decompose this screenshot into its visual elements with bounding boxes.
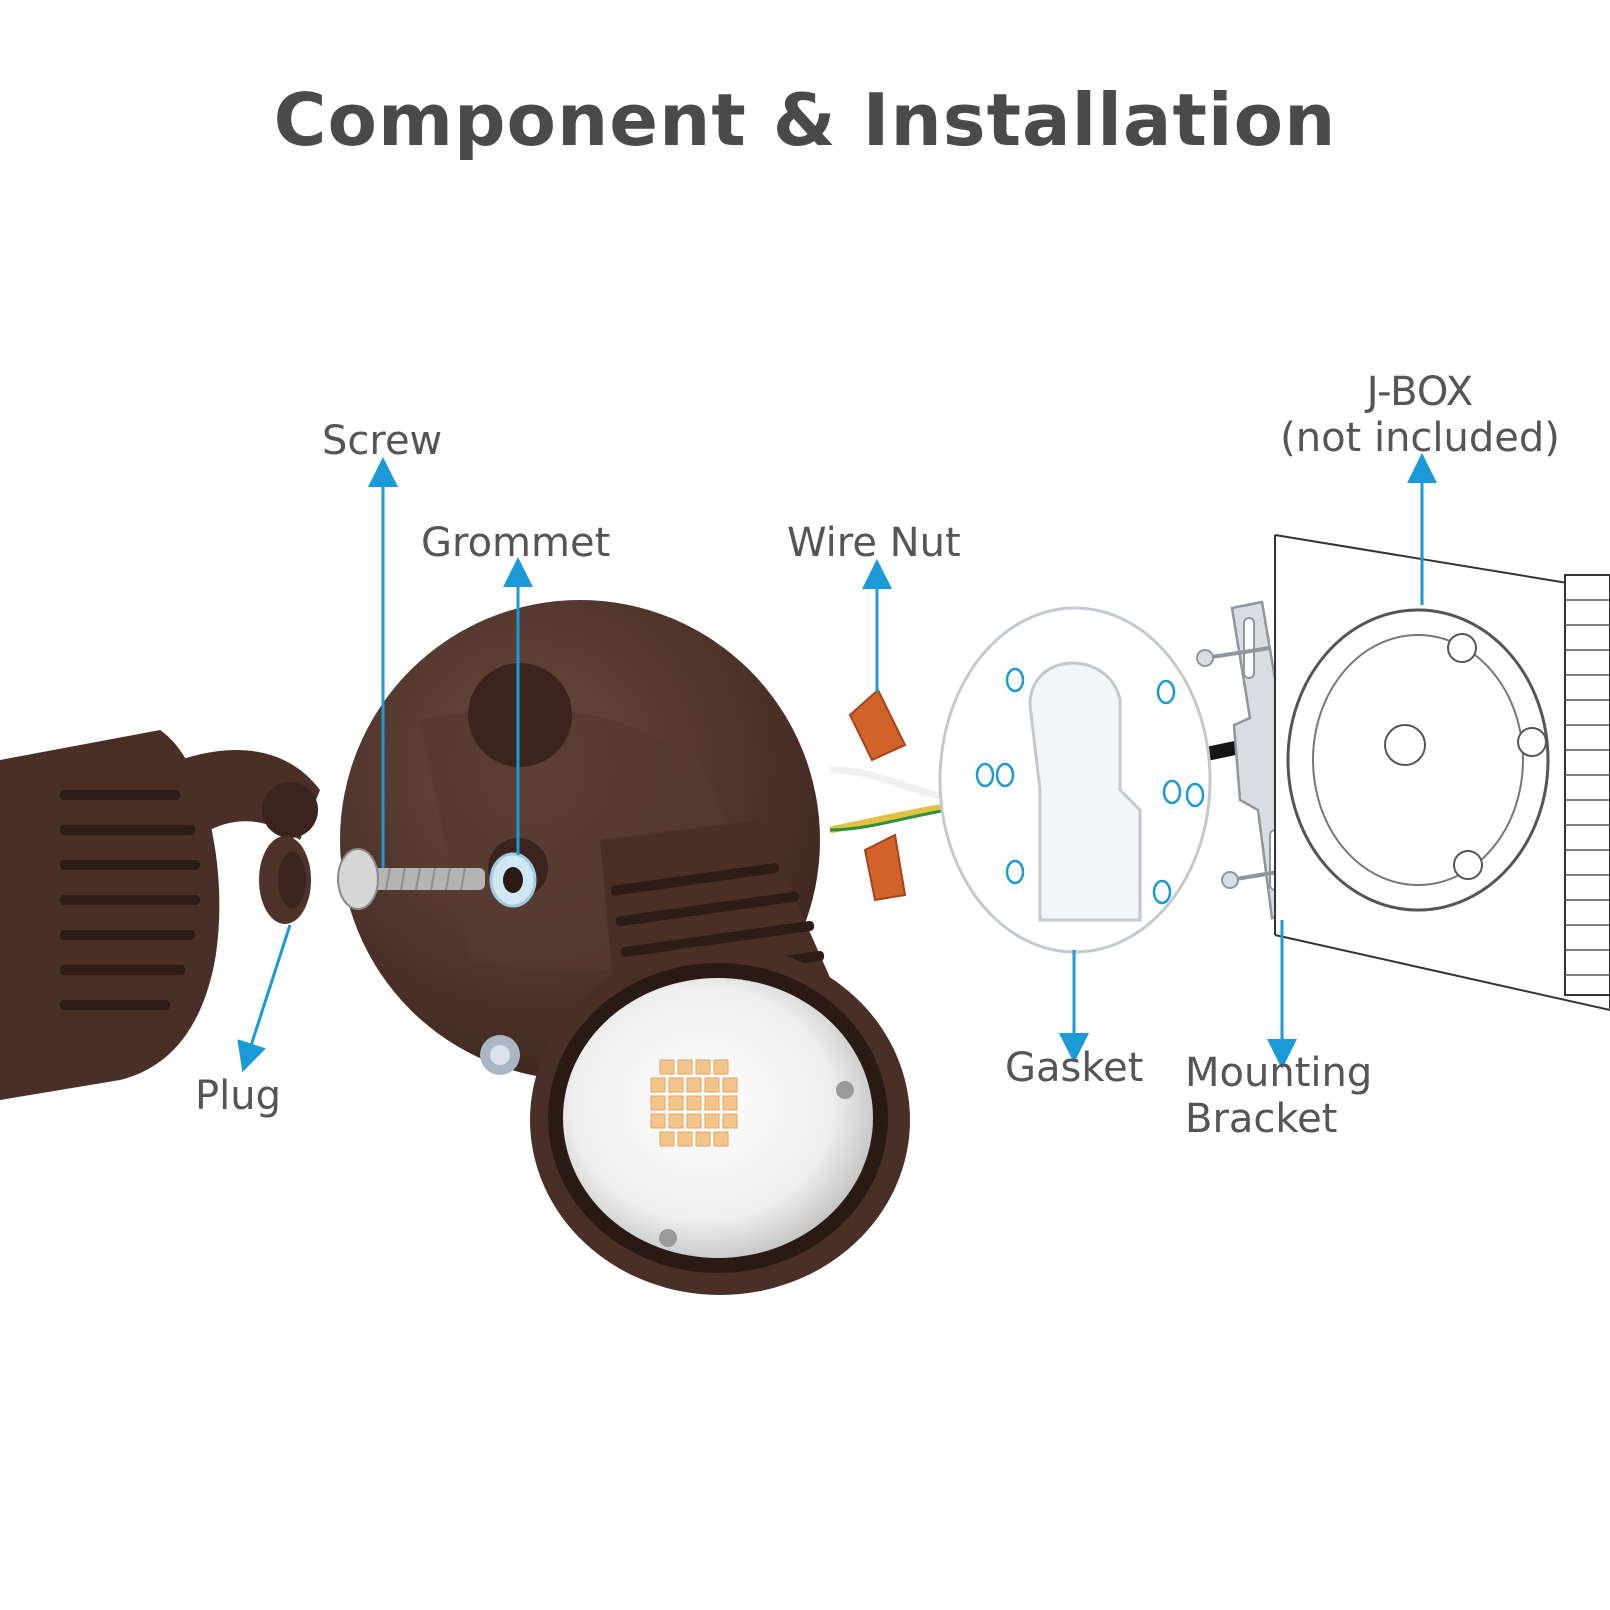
front-lamp-head <box>530 820 910 1295</box>
plug-part <box>259 836 311 924</box>
screw-label: Screw <box>322 418 443 464</box>
jbox-label: J-BOX (not included) <box>1270 369 1570 461</box>
bracket-label-line1: Mounting <box>1185 1050 1373 1096</box>
gasket-part <box>938 606 1212 954</box>
wire-nut-icon <box>848 688 907 902</box>
grommet-part <box>489 852 537 908</box>
jbox-part <box>1286 608 1550 912</box>
led-array <box>650 1059 738 1147</box>
jbox-label-line1: J-BOX <box>1366 369 1474 415</box>
jbox-label-line2: (not included) <box>1280 415 1560 461</box>
leader-lines <box>237 453 1437 1073</box>
bracket-label-line2: Bracket <box>1185 1096 1338 1142</box>
grommet-label: Grommet <box>421 520 611 566</box>
plug-leader <box>237 924 292 1073</box>
screw-part <box>337 848 485 910</box>
plug-label: Plug <box>195 1073 281 1119</box>
wire-nut-label: Wire Nut <box>787 520 961 566</box>
left-lamp-head <box>0 730 320 1100</box>
page-title: Component & Installation <box>273 78 1337 162</box>
gasket-label: Gasket <box>1005 1045 1144 1091</box>
mounting-bracket-label: Mounting Bracket <box>1185 1050 1372 1142</box>
